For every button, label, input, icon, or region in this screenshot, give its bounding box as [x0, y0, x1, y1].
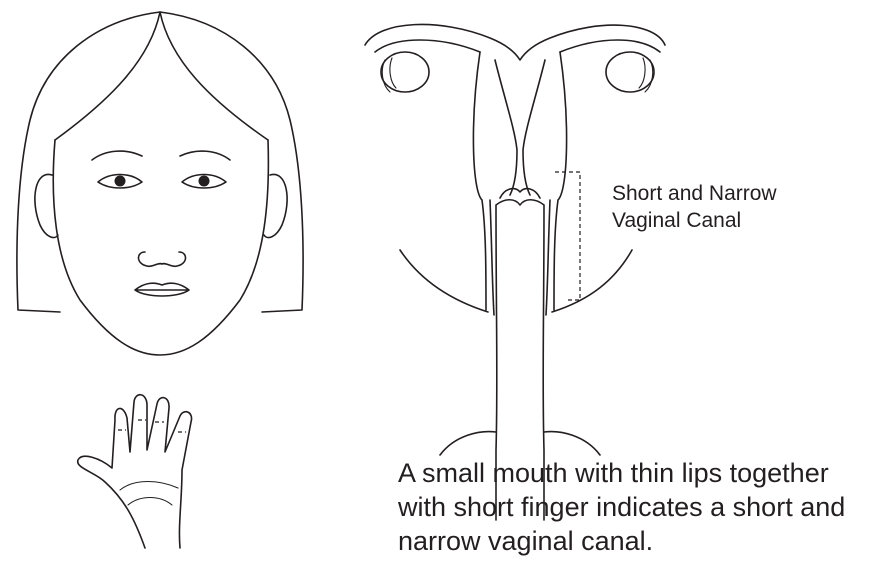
- nose: [138, 252, 185, 266]
- base-curves: [440, 432, 600, 455]
- hand-outline: [78, 395, 192, 548]
- palm-line-2: [128, 498, 172, 506]
- left-pupil: [115, 176, 126, 187]
- left-eyebrow: [92, 151, 142, 160]
- right-ovary: [606, 52, 654, 92]
- right-pupil: [199, 176, 210, 187]
- cervix: [500, 189, 540, 198]
- left-labia: [400, 250, 488, 312]
- hair-outline: [17, 12, 303, 312]
- caption-line-3: narrow vaginal canal.: [398, 524, 878, 558]
- caption-line-1: A small mouth with thin lips together: [398, 456, 878, 490]
- right-eyebrow: [180, 151, 230, 160]
- caption: A small mouth with thin lips together wi…: [398, 456, 878, 558]
- face-outline: [53, 140, 268, 355]
- canal-label-line-1: Short and Narrow: [612, 180, 842, 207]
- left-ovary: [381, 52, 429, 92]
- canal-bracket: [555, 172, 580, 300]
- uterine-cavity: [495, 60, 545, 195]
- canal-label-line-2: Vaginal Canal: [612, 207, 842, 234]
- fallopian-tubes: [365, 24, 665, 60]
- mouth: [135, 283, 189, 296]
- reproductive-anatomy-drawing: [365, 24, 665, 520]
- right-labia: [552, 250, 632, 312]
- vaginal-canal: [490, 200, 550, 315]
- palm-line-1: [120, 482, 178, 491]
- caption-line-2: with short finger indicates a short and: [398, 490, 878, 524]
- hand-drawing: [78, 395, 192, 548]
- face-drawing: [17, 12, 303, 355]
- canal-label: Short and Narrow Vaginal Canal: [612, 180, 842, 234]
- uterus-outline: [473, 52, 566, 310]
- hair-part: [55, 12, 268, 140]
